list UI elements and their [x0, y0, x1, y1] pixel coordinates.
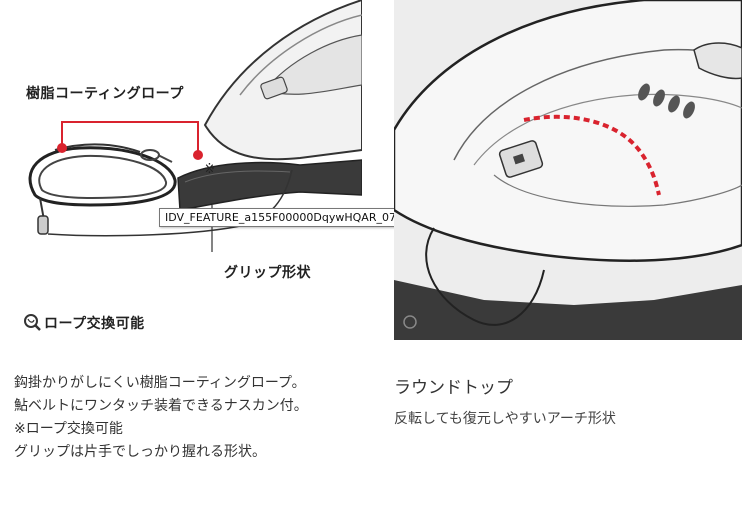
caption-line: 鈎掛かりがしにくい樹脂コーティングロープ。 — [14, 375, 306, 391]
caption-line: ※ロープ交換可能 — [14, 421, 123, 437]
magnifier-rope-icon — [24, 314, 41, 331]
round-top-illustration — [394, 0, 742, 340]
right-feature-image[interactable] — [394, 0, 742, 340]
asterisk-mark: ※ — [204, 162, 216, 177]
right-description: 反転しても復元しやすいアーチ形状 — [394, 411, 616, 427]
image-tooltip: IDV_FEATURE_a155F00000DqywHQAR_07 Zoom — [159, 208, 438, 227]
left-caption: 鈎掛かりがしにくい樹脂コーティングロープ。 鮎ベルトにワンタッチ装着できるナスカ… — [14, 372, 308, 464]
caption-line: 鮎ベルトにワンタッチ装着できるナスカン付。 — [14, 398, 308, 414]
rope-grip-illustration — [24, 0, 362, 331]
label-grip: グリップ形状 — [224, 265, 311, 281]
left-feature-image[interactable]: 樹脂コーティングロープ ※ グリップ形状 ロープ交換可能 — [0, 0, 362, 340]
right-title: ラウンドトップ — [394, 378, 513, 398]
label-rope-change: ロープ交換可能 — [44, 316, 145, 332]
caption-line: グリップは片手でしっかり握れる形状。 — [14, 444, 266, 460]
label-rope: 樹脂コーティングロープ — [26, 86, 184, 102]
